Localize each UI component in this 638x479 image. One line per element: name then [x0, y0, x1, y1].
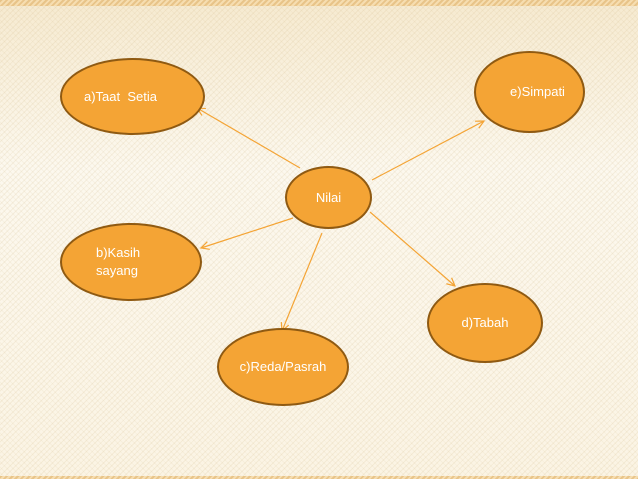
connector-to-kasih-sayang — [201, 217, 294, 248]
node-taat-setia-label: a)Taat Setia — [84, 88, 157, 104]
node-kasih-sayang: b)Kasih sayang — [60, 223, 202, 301]
node-nilai-label: Nilai — [315, 189, 342, 205]
node-tabah-label: d)Tabah — [461, 315, 509, 330]
node-nilai: Nilai — [285, 166, 372, 229]
connector-to-simpati — [371, 121, 484, 181]
node-simpati: e)Simpati — [474, 51, 585, 133]
connector-to-taat-setia — [197, 108, 301, 169]
connector-to-reda-pasrah — [282, 232, 323, 331]
node-reda-pasrah: c)Reda/Pasrah — [217, 328, 349, 406]
node-taat-setia: a)Taat Setia — [60, 58, 205, 135]
node-reda-pasrah-label: c)Reda/Pasrah — [239, 359, 327, 374]
node-simpati-label: e)Simpati — [510, 84, 565, 99]
decorative-bottom-bar — [0, 476, 638, 479]
decorative-top-bar — [0, 0, 638, 6]
node-tabah: d)Tabah — [427, 283, 543, 363]
node-kasih-sayang-label: b)Kasih sayang — [96, 245, 141, 278]
connector-to-tabah — [369, 211, 455, 286]
